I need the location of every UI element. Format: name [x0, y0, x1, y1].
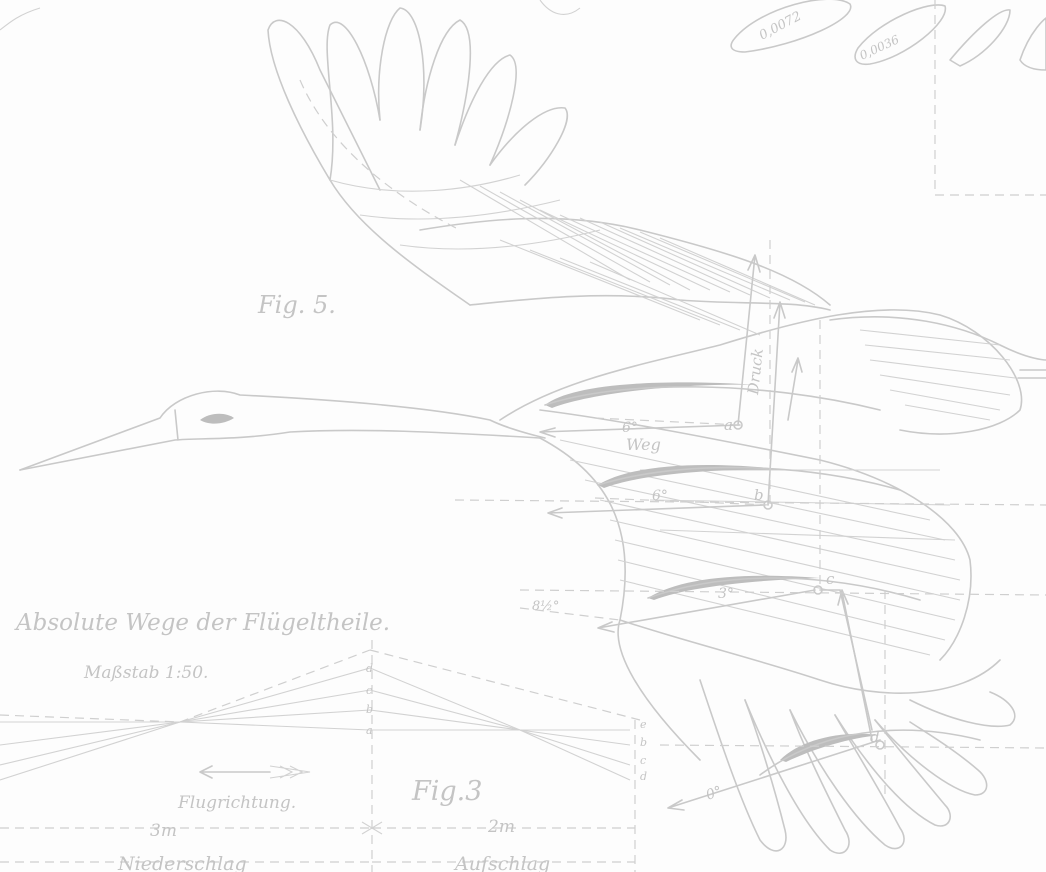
upstroke-label: Aufschlag [453, 853, 550, 872]
angle-c-label: 3° [718, 586, 734, 602]
point-a-label: a [724, 416, 733, 434]
distance-left-label: 3m [150, 821, 177, 841]
wing-sections [545, 382, 980, 775]
weg-label: Weg [626, 435, 661, 454]
fig3-right-letter-e: e [640, 718, 647, 731]
flight-direction-label: Flugrichtung. [177, 793, 296, 813]
distance-right-label: 2m [487, 817, 515, 837]
point-b-label: b [754, 486, 764, 504]
fig3-mid-letter-d: d [366, 662, 373, 675]
fig5-label: Fig. 5. [257, 291, 336, 319]
point-c-label: c [826, 570, 835, 588]
angle-a-label: 6° [622, 420, 638, 436]
angle-d-label: 0° [704, 783, 724, 803]
fig3-mid-letter-b: b [366, 703, 373, 716]
fig3-right-letter-d: d [640, 770, 647, 783]
fig3-label: Fig.3 [411, 776, 482, 807]
diagram-title: Absolute Wege der Flügeltheile. [14, 610, 390, 636]
top-value-1: 0,0072 [757, 9, 804, 44]
fig3-right-letter-c: c [640, 754, 646, 767]
force-arrows [540, 255, 884, 810]
top-curve [540, 0, 580, 14]
fig3-right-letter-b: b [640, 736, 647, 749]
druck-label: Druck [744, 347, 767, 396]
stork-eye [200, 414, 234, 424]
downstroke-label: Niederschlag [117, 853, 247, 872]
point-d-label: d [870, 728, 880, 746]
top-value-2: 0,0036 [857, 32, 901, 63]
angle-b-label: 6° [652, 488, 668, 504]
top-left-curve [0, 8, 40, 30]
angle-c2-label: 8½° [532, 599, 559, 614]
fig3-mid-letter-a: a [366, 724, 373, 737]
scale-label: Maßstab 1:50. [83, 663, 208, 683]
fig3-mid-letter-c: c [366, 684, 372, 697]
upper-wing [268, 8, 830, 335]
